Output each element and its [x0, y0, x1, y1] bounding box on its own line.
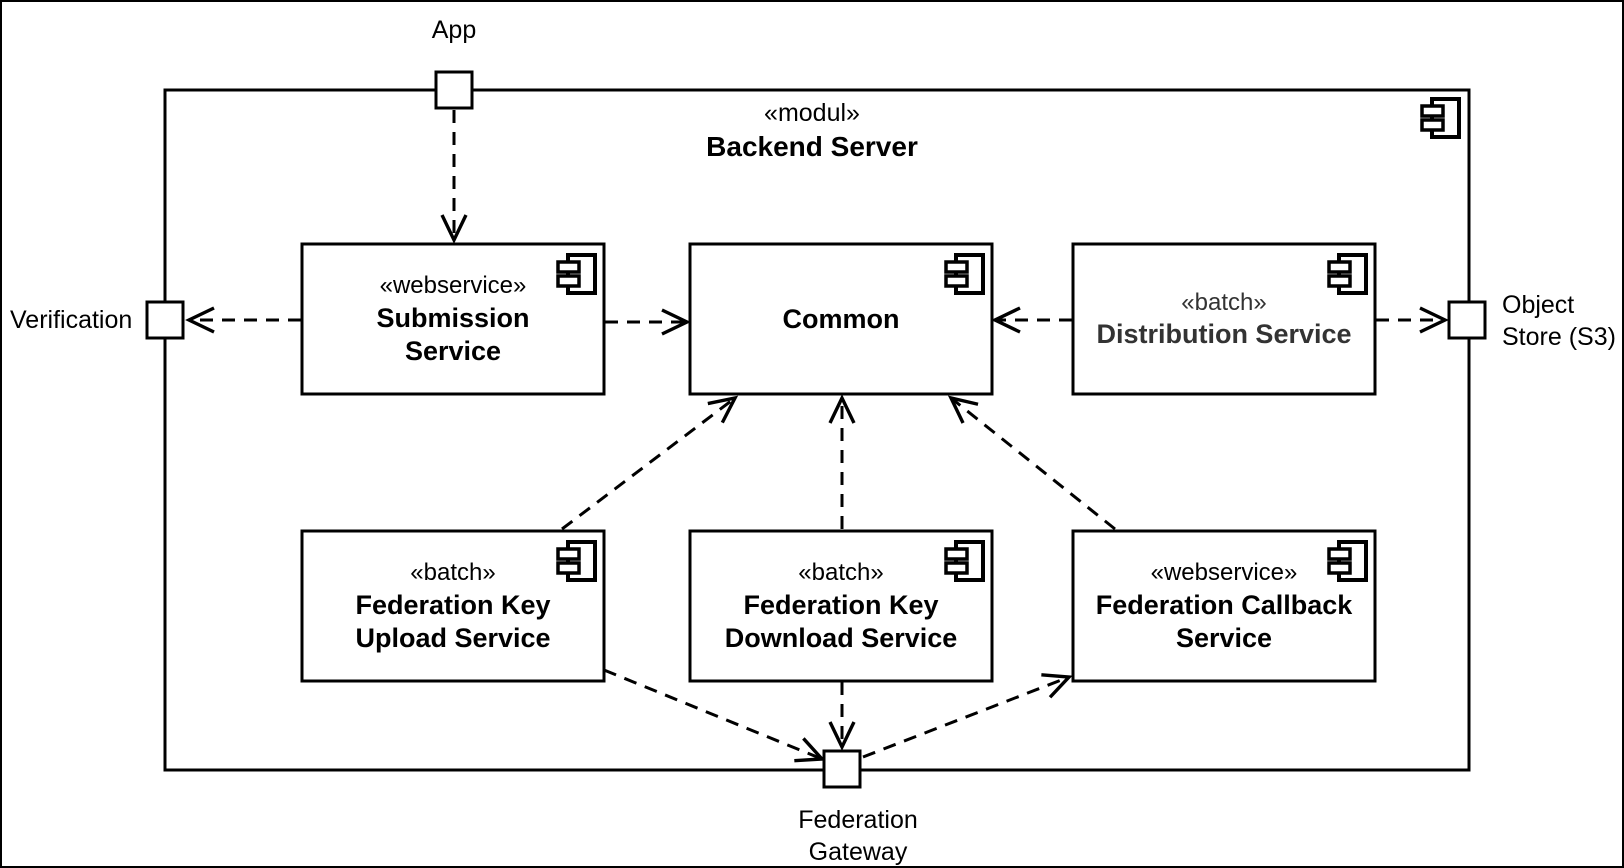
port-app	[434, 70, 474, 110]
component-box-federation-key-download-service	[688, 529, 994, 683]
port-verification	[145, 300, 185, 340]
component-box-common	[688, 242, 994, 396]
component-box-distribution-service	[1071, 242, 1377, 396]
component-box-federation-key-upload-service	[300, 529, 606, 683]
dependency-arrows	[185, 110, 1449, 763]
component-box-federation-callback-service	[1071, 529, 1377, 683]
component-box-submission-service	[300, 242, 606, 396]
dependency-federation-key-upload-to-common	[561, 395, 739, 531]
dependency-federation-key-upload-to-gateway	[603, 668, 826, 763]
dependency-gateway-to-federation-callback	[862, 673, 1073, 759]
port-object-store	[1447, 300, 1487, 340]
dependency-federation-callback-to-common	[947, 395, 1116, 531]
port-federation-gateway	[822, 749, 862, 789]
